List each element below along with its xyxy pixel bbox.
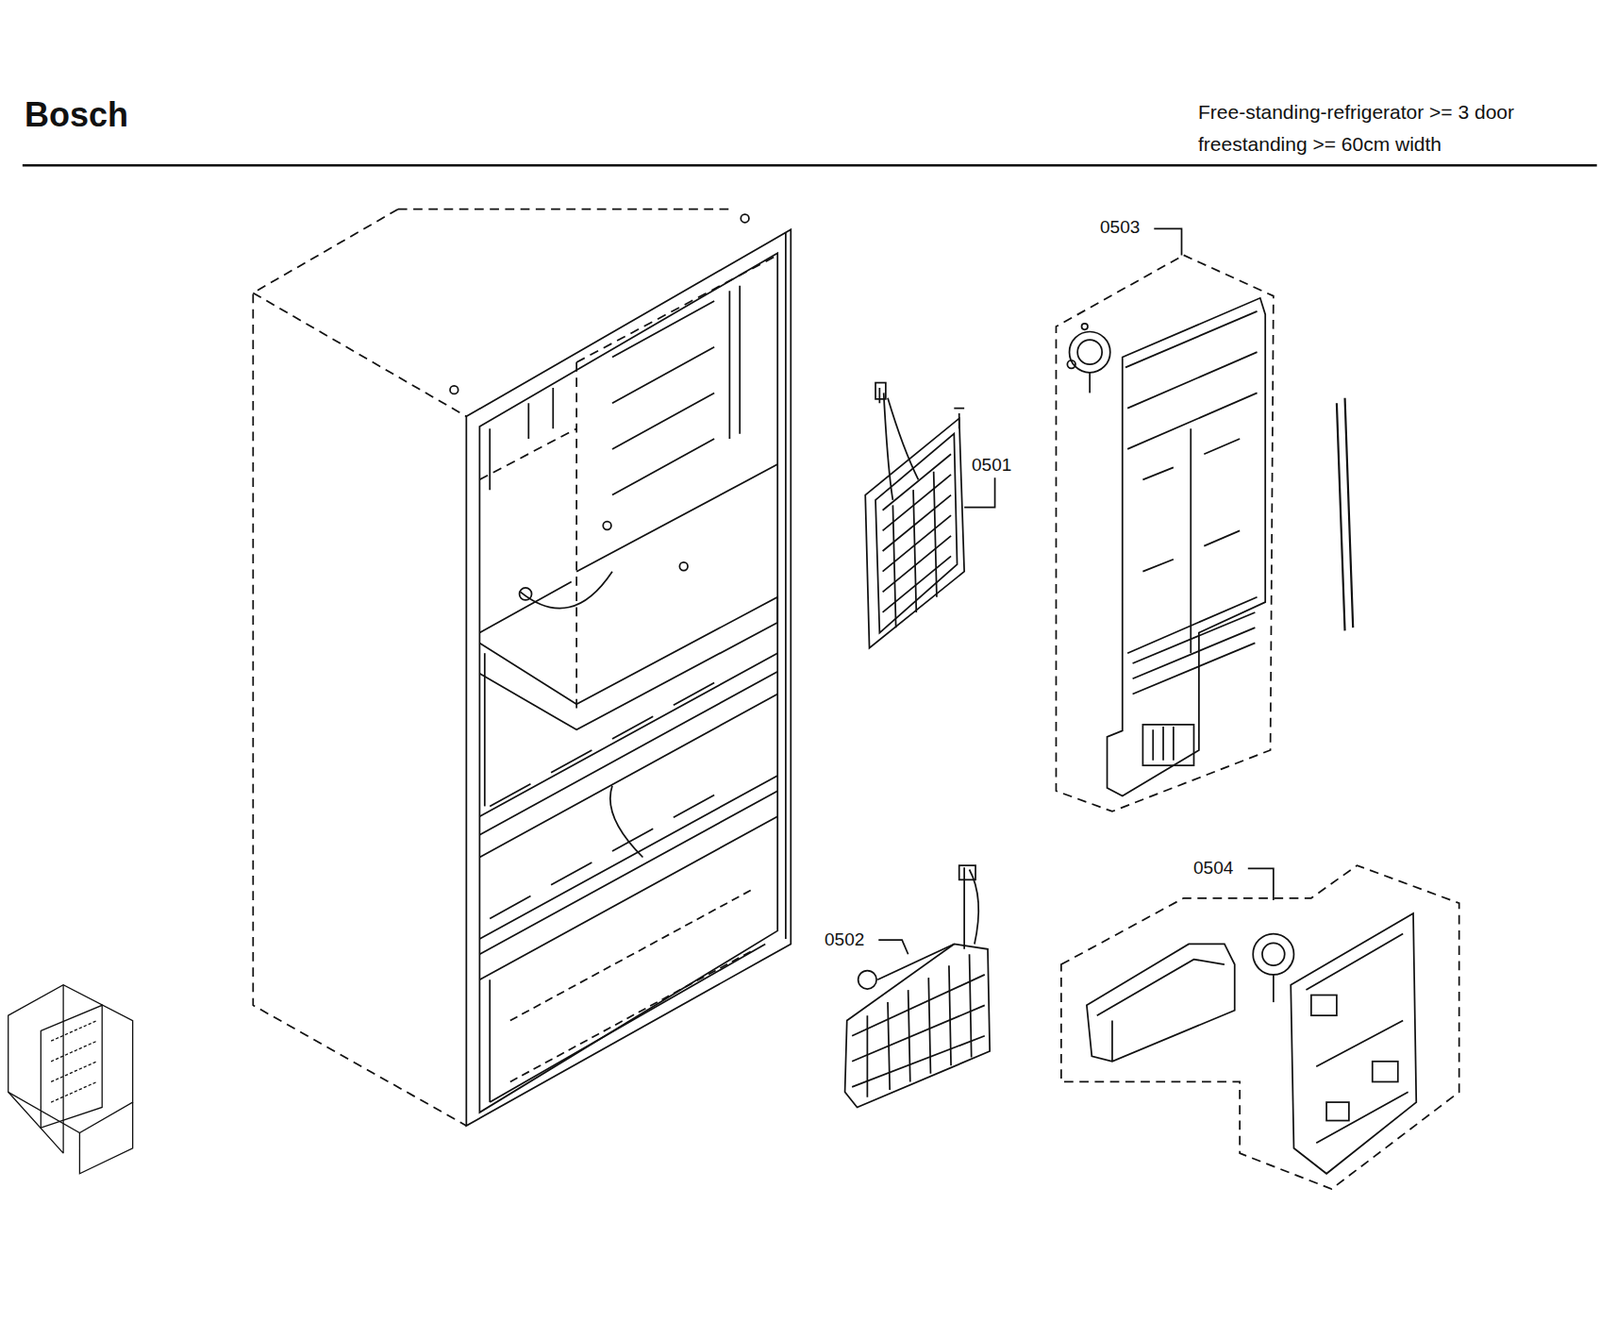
brand-title: Bosch (24, 95, 129, 135)
refrigerator-thumbnail (8, 984, 134, 1174)
header-rule (22, 164, 1598, 167)
fan-cover-assembly (1055, 228, 1353, 812)
duct-fan-assembly (1061, 865, 1460, 1189)
evaporator-cover-part (865, 383, 995, 649)
callout-number: 0501 (971, 454, 1012, 476)
callout-number: 0502 (824, 929, 865, 950)
evaporator-part (845, 865, 991, 1107)
callout-number: 0503 (1100, 216, 1140, 238)
callout-number: 0504 (1193, 857, 1234, 879)
cabinet (252, 209, 791, 1126)
product-category: Free-standing-refrigerator >= 3 door fre… (1198, 96, 1521, 161)
